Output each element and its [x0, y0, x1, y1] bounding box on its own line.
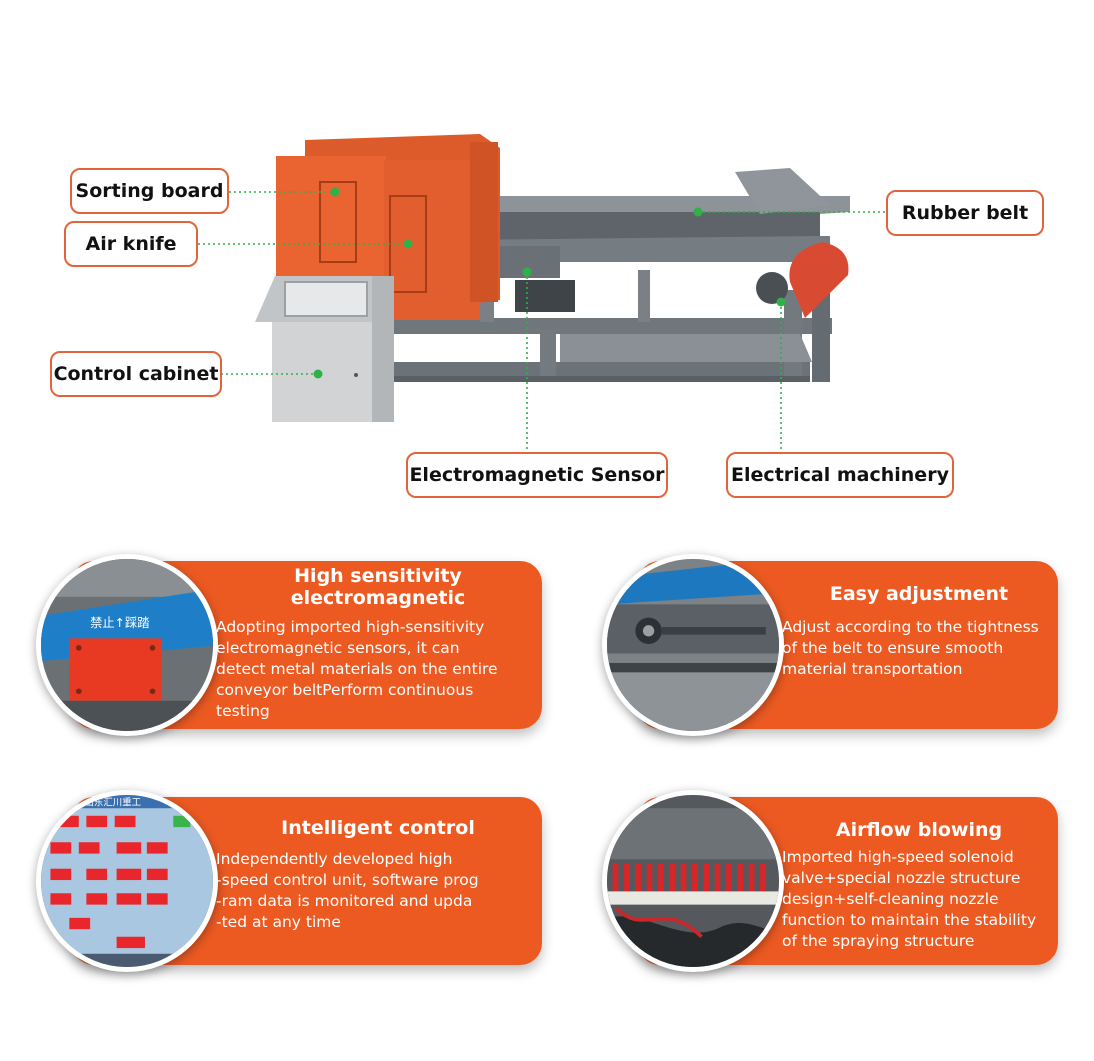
callout-electromagnetic-sensor: Electromagnetic Sensor: [406, 452, 668, 498]
callout-control-cabinet: Control cabinet: [50, 351, 222, 397]
callout-rubber-belt: Rubber belt: [886, 190, 1044, 236]
feature-card-easy-adjustment: Easy adjustment Adjust according to the …: [602, 554, 1058, 736]
feature-card-airflow-blowing: Airflow blowing Imported high-speed sole…: [602, 790, 1058, 972]
feature-title: Easy adjustment: [829, 583, 1009, 605]
feature-description: Independently developed high -speed cont…: [216, 850, 479, 931]
feature-card-intelligent-control: 山东汇川重工 Intelligent control Independently…: [36, 790, 542, 972]
feature-description: Adjust according to the tightness of the…: [782, 618, 1039, 678]
feature-title: High sensitivity electromagnetic: [290, 565, 466, 609]
control-screen-photo: 山东汇川重工: [36, 790, 218, 972]
leader-lines: [198, 191, 886, 454]
feature-card-high-sensitivity: 禁止↑踩踏 High sensitivity electromagnetic A…: [36, 554, 542, 736]
feature-title: Intelligent control: [281, 817, 475, 839]
feature-title: Airflow blowing: [835, 819, 1003, 841]
sorting-machine-illustration: [198, 134, 886, 454]
callout-electrical-machinery: Electrical machinery: [726, 452, 954, 498]
control-cabinet-body: [255, 276, 394, 422]
sensor-warning-text: 禁止↑踩踏: [90, 616, 149, 630]
feature-description: Adopting imported high-sensitivity elect…: [216, 618, 498, 720]
sensor-photo: 禁止↑踩踏: [36, 554, 218, 736]
leader-dots: [313, 187, 786, 379]
control-screen-text: 山东汇川重工: [84, 796, 141, 808]
feature-description: Imported high-speed solenoid valve+speci…: [782, 848, 1037, 950]
adjustment-photo: [602, 554, 784, 736]
callout-air-knife: Air knife: [64, 221, 198, 267]
motor-guard: [756, 242, 849, 318]
machine-frame: [380, 262, 832, 382]
nozzle-photo: [602, 790, 784, 972]
callout-sorting-board: Sorting board: [70, 168, 229, 214]
